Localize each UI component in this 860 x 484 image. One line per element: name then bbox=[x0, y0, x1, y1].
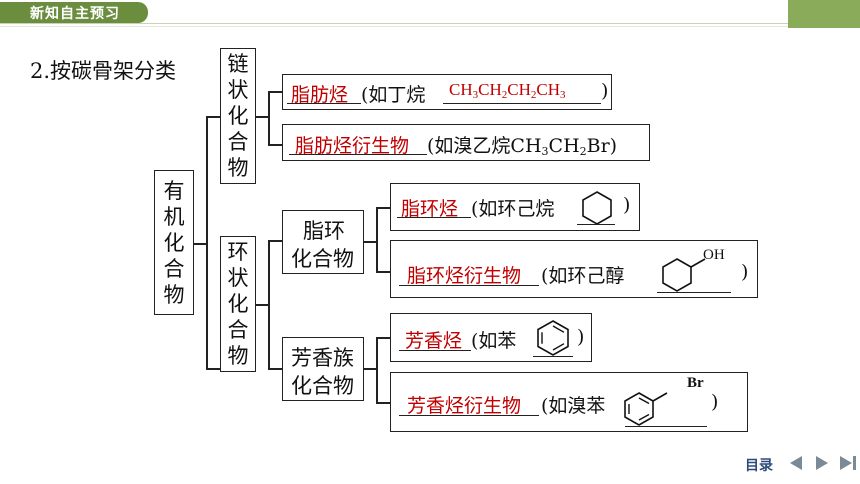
connector bbox=[376, 337, 390, 339]
answer-alkane: 脂肪烃 bbox=[291, 85, 349, 106]
ring-char: 状 bbox=[227, 266, 249, 290]
ring-char: 环 bbox=[227, 240, 249, 264]
header-bar: 新知自主预习 bbox=[0, 0, 860, 28]
header-divider bbox=[0, 23, 790, 24]
answer-underline bbox=[287, 103, 361, 104]
connector bbox=[268, 91, 282, 93]
alkane-formula: CH3CH2CH2CH3 bbox=[449, 80, 566, 101]
answer-alicyclic-deriv: 脂环烃衍生物 bbox=[407, 266, 522, 287]
chain-char: 合 bbox=[227, 130, 249, 154]
alicyclic-deriv-suffix: ) bbox=[741, 261, 749, 283]
ring-char: 合 bbox=[227, 318, 249, 342]
aromatic-deriv-suffix: ) bbox=[711, 391, 719, 413]
connector bbox=[256, 116, 268, 118]
alicyclic-label-2: 化合物 bbox=[291, 247, 354, 271]
aromatic-deriv-box: 芳香烃衍生物 (如溴苯 Br ) bbox=[390, 372, 748, 432]
aromatic-hc-suffix: ) bbox=[577, 326, 585, 348]
answer-underline bbox=[397, 217, 471, 218]
chain-char: 链 bbox=[227, 52, 249, 76]
aromatic-label-1: 芳香族 bbox=[291, 346, 354, 370]
aromatic-box: 芳香族 化合物 bbox=[282, 337, 364, 401]
alkane-suffix: ) bbox=[601, 80, 609, 102]
answer-alicyclic-hc: 脂环烃 bbox=[401, 199, 459, 220]
section-title: 2.按碳骨架分类 bbox=[30, 59, 177, 83]
last-page-icon[interactable] bbox=[838, 455, 858, 471]
answer-aromatic-hc: 芳香烃 bbox=[405, 331, 463, 352]
header-title: 新知自主预习 bbox=[30, 6, 120, 22]
header-divider-light bbox=[0, 26, 790, 27]
answer-underline bbox=[399, 415, 539, 416]
prev-arrow-icon[interactable] bbox=[788, 455, 804, 471]
connector bbox=[194, 243, 206, 245]
cyclohexane-structure bbox=[582, 191, 612, 225]
root-char: 物 bbox=[163, 283, 185, 307]
root-char: 有 bbox=[163, 179, 185, 203]
next-arrow-icon[interactable] bbox=[814, 455, 830, 471]
root-char: 合 bbox=[163, 257, 185, 281]
connector bbox=[206, 116, 208, 369]
aromatic-hc-box: 芳香烃 (如苯 ) bbox=[390, 313, 592, 362]
connector bbox=[206, 368, 220, 370]
alicyclic-box: 脂环 化合物 bbox=[282, 210, 364, 274]
chain-char: 状 bbox=[227, 78, 249, 102]
answer-underline bbox=[577, 224, 615, 225]
connector bbox=[268, 240, 282, 242]
bromobenzene-structure bbox=[624, 392, 668, 426]
chain-box: 链 状 化 合 物 bbox=[220, 48, 256, 184]
chain-char: 化 bbox=[227, 104, 249, 128]
answer-aromatic-deriv: 芳香烃衍生物 bbox=[407, 396, 522, 417]
answer-underline bbox=[289, 154, 427, 155]
answer-alkane-deriv: 脂肪烃衍生物 bbox=[295, 136, 410, 157]
connector bbox=[376, 271, 390, 273]
connector bbox=[364, 368, 376, 370]
answer-underline bbox=[625, 426, 707, 427]
root-char: 机 bbox=[163, 205, 185, 229]
chain-char: 物 bbox=[227, 156, 249, 180]
connector bbox=[268, 368, 282, 370]
connector bbox=[376, 207, 378, 272]
alkane-deriv-box: 脂肪烃衍生物 (如溴乙烷CH3CH2Br) bbox=[282, 124, 650, 161]
alkane-box: 脂肪烃 (如丁烷 CH3CH2CH2CH3 ) bbox=[282, 74, 612, 110]
connector bbox=[376, 402, 390, 404]
alicyclic-deriv-box: 脂环烃衍生物 (如环己醇 OH ) bbox=[390, 240, 758, 298]
answer-underline bbox=[443, 103, 601, 104]
alicyclic-hc-suffix: ) bbox=[623, 194, 631, 216]
aromatic-label-2: 化合物 bbox=[291, 374, 354, 398]
toc-link[interactable]: 目录 bbox=[745, 458, 773, 474]
ring-box: 环 状 化 合 物 bbox=[220, 236, 256, 372]
connector bbox=[268, 91, 270, 145]
alkane-deriv-text: (如溴乙烷CH3CH2Br) bbox=[427, 135, 618, 158]
alicyclic-hc-prefix: (如环己烷 bbox=[471, 198, 555, 220]
root-box: 有 机 化 合 物 bbox=[154, 170, 194, 315]
alicyclic-label-1: 脂环 bbox=[303, 219, 345, 243]
root-char: 化 bbox=[163, 231, 185, 255]
header-tab bbox=[0, 2, 148, 23]
alicyclic-hc-box: 脂环烃 (如环己烷 ) bbox=[390, 183, 640, 231]
cyclohexanol-structure bbox=[662, 258, 706, 292]
benzene-structure bbox=[537, 320, 569, 356]
br-label: Br bbox=[687, 375, 704, 391]
answer-underline bbox=[533, 356, 573, 357]
connector bbox=[256, 304, 268, 306]
connector bbox=[364, 241, 376, 243]
answer-underline bbox=[657, 292, 731, 293]
header-corner-block bbox=[788, 0, 860, 28]
answer-underline bbox=[399, 350, 471, 351]
ring-char: 化 bbox=[227, 292, 249, 316]
connector bbox=[268, 144, 282, 146]
aromatic-deriv-prefix: (如溴苯 bbox=[541, 395, 606, 417]
connector bbox=[206, 116, 220, 118]
alicyclic-deriv-prefix: (如环己醇 bbox=[541, 265, 625, 287]
connector bbox=[376, 337, 378, 403]
connector bbox=[376, 207, 390, 209]
connector bbox=[268, 240, 270, 369]
aromatic-hc-prefix: (如苯 bbox=[471, 330, 517, 352]
alkane-prefix: (如丁烷 bbox=[361, 84, 426, 106]
answer-underline bbox=[399, 285, 539, 286]
oh-label: OH bbox=[703, 247, 725, 263]
ring-char: 物 bbox=[227, 344, 249, 368]
